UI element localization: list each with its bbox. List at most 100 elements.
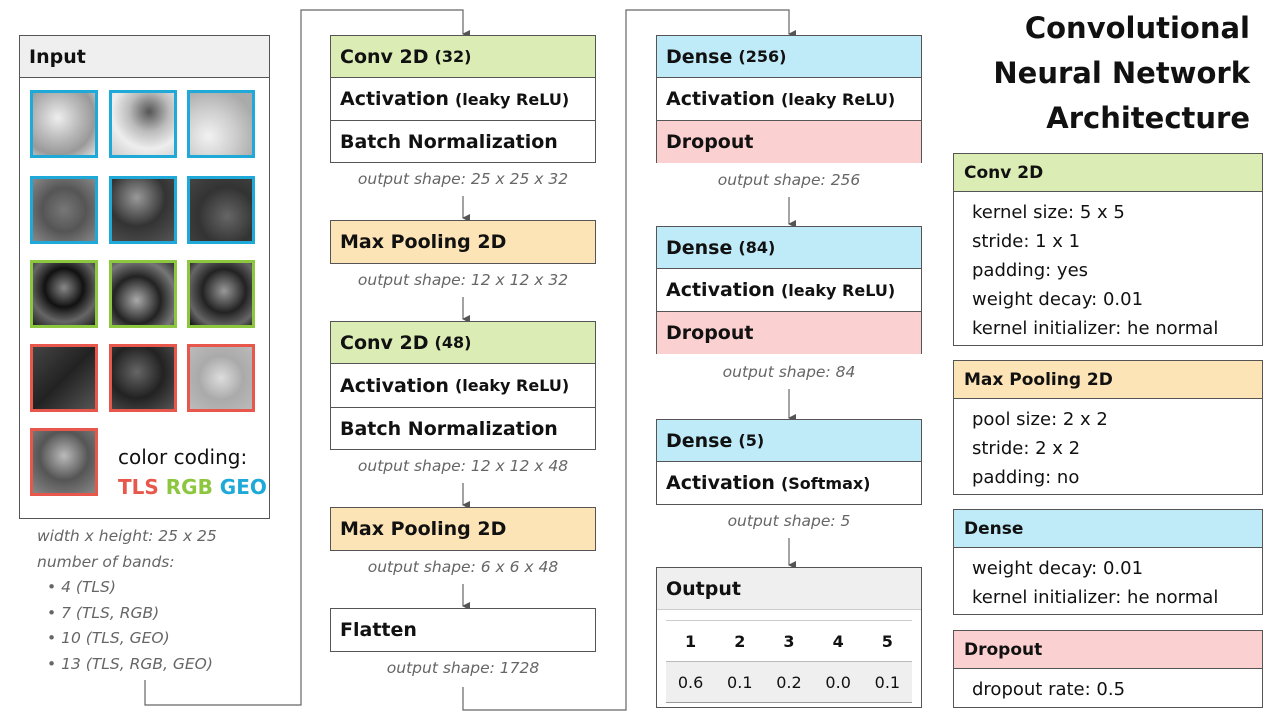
output-table: 1 2 3 4 5 0.6 0.1 0.2 0.0 0.1 xyxy=(666,620,912,703)
output-shape-2: output shape: 12 x 12 x 32 xyxy=(357,271,569,289)
thumb-geo-4 xyxy=(30,176,98,244)
thumb-geo-5 xyxy=(109,176,177,244)
thumb-geo-1 xyxy=(30,90,98,158)
output-shape-5: output shape: 1728 xyxy=(386,659,540,677)
legend-max-pooling: Max Pooling 2D pool size: 2 x 2 stride: … xyxy=(953,360,1263,495)
thumb-geo-6 xyxy=(187,176,255,244)
thumb-tls-2 xyxy=(109,344,177,412)
output-shape-8: output shape: 5 xyxy=(727,512,851,530)
class-probability: 0.1 xyxy=(862,661,912,703)
class-probability: 0.6 xyxy=(666,661,716,703)
dense-layer-1: Dense(256) xyxy=(657,36,921,78)
band-item: • 7 (TLS, RGB) xyxy=(47,603,160,622)
activation-layer-4: Activation(leaky ReLU) xyxy=(657,269,921,312)
output-shape-4: output shape: 6 x 6 x 48 xyxy=(367,558,559,576)
color-geo: GEO xyxy=(219,475,267,499)
legend-line: padding: yes xyxy=(972,260,1089,281)
class-label: 4 xyxy=(813,620,863,662)
conv-block-2: Conv 2D(48) Activation(leaky ReLU) Batch… xyxy=(330,321,596,450)
input-header-label: Input xyxy=(29,45,86,68)
output-shape-1: output shape: 25 x 25 x 32 xyxy=(357,170,569,188)
band-item: • 13 (TLS, RGB, GEO) xyxy=(47,654,213,673)
legend-dropout-header: Dropout xyxy=(954,631,1262,669)
legend-max-pooling-header: Max Pooling 2D xyxy=(954,361,1262,399)
connector-flatten-to-dense xyxy=(462,9,796,711)
title-line-3: Architecture xyxy=(1046,101,1250,135)
conv2d-layer-1: Conv 2D(32) xyxy=(331,36,595,78)
thumb-rgb-2 xyxy=(109,260,177,328)
class-label: 2 xyxy=(715,620,765,662)
thumb-rgb-3 xyxy=(187,260,255,328)
output-header: Output xyxy=(657,568,921,610)
legend-line: padding: no xyxy=(972,467,1080,488)
batch-norm-layer-1: Batch Normalization xyxy=(340,131,558,153)
legend-line: stride: 2 x 2 xyxy=(972,438,1081,459)
title-line-2: Neural Network xyxy=(993,56,1250,90)
thumb-geo-3 xyxy=(187,90,255,158)
legend-line: weight decay: 0.01 xyxy=(972,558,1144,579)
class-probability: 0.0 xyxy=(813,661,863,703)
band-item: • 10 (TLS, GEO) xyxy=(47,629,170,647)
color-coding-legend: color coding: TLS RGB GEO xyxy=(118,442,267,502)
legend-line: kernel initializer: he normal xyxy=(972,587,1219,608)
output-shape-6: output shape: 256 xyxy=(717,171,861,189)
class-label: 5 xyxy=(862,620,912,662)
class-probability: 0.1 xyxy=(715,661,765,703)
legend-line: weight decay: 0.01 xyxy=(972,289,1144,310)
activation-layer-1: Activation(leaky ReLU) xyxy=(331,78,595,121)
legend-line: kernel size: 5 x 5 xyxy=(972,202,1125,223)
dense-block-2: Dense(84) Activation(leaky ReLU) Dropout xyxy=(656,226,922,354)
legend-line: stride: 1 x 1 xyxy=(972,231,1081,252)
dense-layer-2: Dense(84) xyxy=(657,227,921,269)
output-shape-7: output shape: 84 xyxy=(722,363,856,381)
color-coding-label: color coding: xyxy=(118,445,248,469)
legend-line: dropout rate: 0.5 xyxy=(972,679,1126,700)
flatten-layer: Flatten xyxy=(340,619,417,641)
legend-dense-header: Dense xyxy=(954,510,1262,548)
conv-block-1: Conv 2D(32) Activation(leaky ReLU) Batch… xyxy=(330,35,596,163)
legend-dropout: Dropout dropout rate: 0.5 xyxy=(953,630,1263,708)
output-class-row: 1 2 3 4 5 xyxy=(666,620,912,662)
dense-block-1: Dense(256) Activation(leaky ReLU) Dropou… xyxy=(656,35,922,163)
dropout-layer-2: Dropout xyxy=(657,312,921,354)
output-shape-3: output shape: 12 x 12 x 48 xyxy=(357,457,569,475)
thumb-tls-3 xyxy=(187,344,255,412)
connector-input-to-conv1 xyxy=(144,9,470,706)
title-line-1: Convolutional xyxy=(1024,11,1250,45)
output-value-row: 0.6 0.1 0.2 0.0 0.1 xyxy=(666,661,912,703)
legend-line: kernel initializer: he normal xyxy=(972,318,1219,339)
batch-norm-layer-2: Batch Normalization xyxy=(340,418,558,440)
bands-label: number of bands: xyxy=(37,552,175,571)
max-pool-layer-2: Max Pooling 2D xyxy=(331,508,595,550)
input-info: width x height: 25 x 25 number of bands:… xyxy=(37,524,217,677)
legend-conv2d-header: Conv 2D xyxy=(954,154,1262,192)
class-label: 1 xyxy=(666,620,716,662)
thumb-rgb-1 xyxy=(30,260,98,328)
dropout-layer-1: Dropout xyxy=(657,121,921,163)
thumb-tls-1 xyxy=(30,344,98,412)
activation-layer-5: Activation(Softmax) xyxy=(666,472,871,494)
thumb-geo-2 xyxy=(109,90,177,158)
activation-layer-2: Activation(leaky ReLU) xyxy=(331,364,595,408)
class-probability: 0.2 xyxy=(764,661,814,703)
max-pool-layer-1: Max Pooling 2D xyxy=(331,221,595,263)
color-tls: TLS xyxy=(118,475,159,499)
input-header: Input xyxy=(20,36,269,78)
input-size: width x height: 25 x 25 xyxy=(37,527,217,545)
dense-block-3: Dense(5) Activation(Softmax) xyxy=(656,419,922,505)
conv2d-layer-2: Conv 2D(48) xyxy=(331,322,595,364)
thumb-tls-4 xyxy=(30,428,98,496)
flatten-block: Flatten xyxy=(330,608,596,652)
color-rgb: RGB xyxy=(165,475,213,499)
diagram-title: Convolutional Neural Network Architectur… xyxy=(950,6,1250,141)
legend-line: pool size: 2 x 2 xyxy=(972,409,1108,430)
max-pool-block-2: Max Pooling 2D xyxy=(330,507,596,551)
max-pool-block-1: Max Pooling 2D xyxy=(330,220,596,264)
legend-conv2d: Conv 2D kernel size: 5 x 5 stride: 1 x 1… xyxy=(953,153,1263,346)
class-label: 3 xyxy=(764,620,814,662)
dense-layer-3: Dense(5) xyxy=(657,420,921,462)
legend-dense: Dense weight decay: 0.01 kernel initiali… xyxy=(953,509,1263,615)
band-item: • 4 (TLS) xyxy=(47,578,116,596)
activation-layer-3: Activation(leaky ReLU) xyxy=(657,78,921,121)
